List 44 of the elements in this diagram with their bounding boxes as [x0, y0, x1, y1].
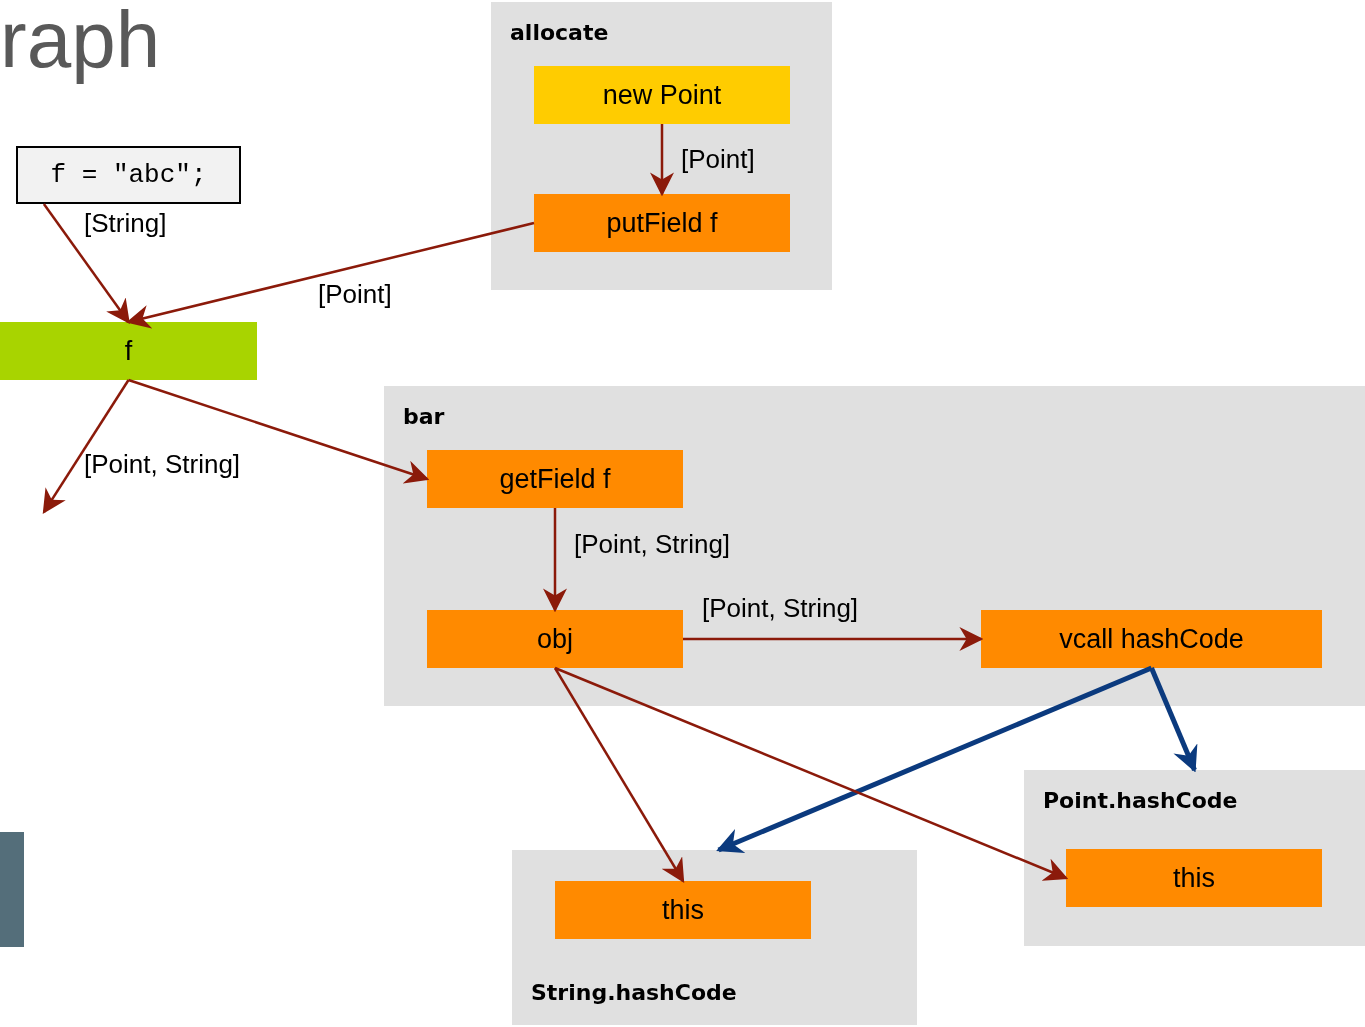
group-heading: Point.hashCode: [1043, 787, 1238, 815]
group-heading: bar: [403, 403, 445, 431]
node-label: this: [662, 893, 704, 927]
method-group: [491, 2, 832, 290]
code-box: [16, 146, 241, 204]
arrow: [126, 221, 535, 329]
variable-box: [0, 322, 257, 380]
arrow: [683, 627, 984, 651]
edge-label: [Point, String]: [574, 531, 731, 557]
method-group: [512, 850, 917, 1025]
arrow: [553, 667, 685, 884]
edge-label: [Point]: [681, 146, 755, 172]
arrow: [650, 124, 674, 197]
arrow: [128, 378, 430, 484]
arrow: [42, 379, 130, 514]
node-label: new Point: [602, 78, 722, 112]
node-label: f: [124, 334, 133, 368]
arrow: [42, 203, 130, 324]
arrow: [1149, 667, 1198, 773]
node-label: this: [1173, 861, 1215, 895]
method-group: [384, 386, 1365, 706]
node-label: getField f: [499, 462, 611, 496]
process-box: [981, 610, 1322, 668]
group-heading: allocate: [510, 19, 609, 47]
arrow: [543, 508, 567, 613]
node-label: putField f: [606, 206, 718, 240]
edge-label: [Point, String]: [84, 451, 241, 477]
code-text: f = "abc";: [50, 158, 207, 192]
process-box: [427, 610, 683, 668]
process-box: [427, 450, 683, 508]
arrow: [554, 666, 1069, 881]
node-label: obj: [537, 622, 573, 656]
edge-label: [String]: [84, 210, 167, 236]
arrow: [716, 665, 1153, 853]
process-box: [534, 194, 790, 252]
edge-label: [Point, String]: [702, 595, 859, 621]
slide-edge-block: [0, 832, 24, 947]
edge-label: [Point]: [318, 281, 392, 307]
method-group: [1024, 770, 1365, 946]
process-box: [555, 881, 811, 939]
allocation-box: [534, 66, 790, 124]
node-label: vcall hashCode: [1059, 622, 1244, 656]
process-box: [1066, 849, 1322, 907]
group-heading: String.hashCode: [531, 979, 737, 1007]
